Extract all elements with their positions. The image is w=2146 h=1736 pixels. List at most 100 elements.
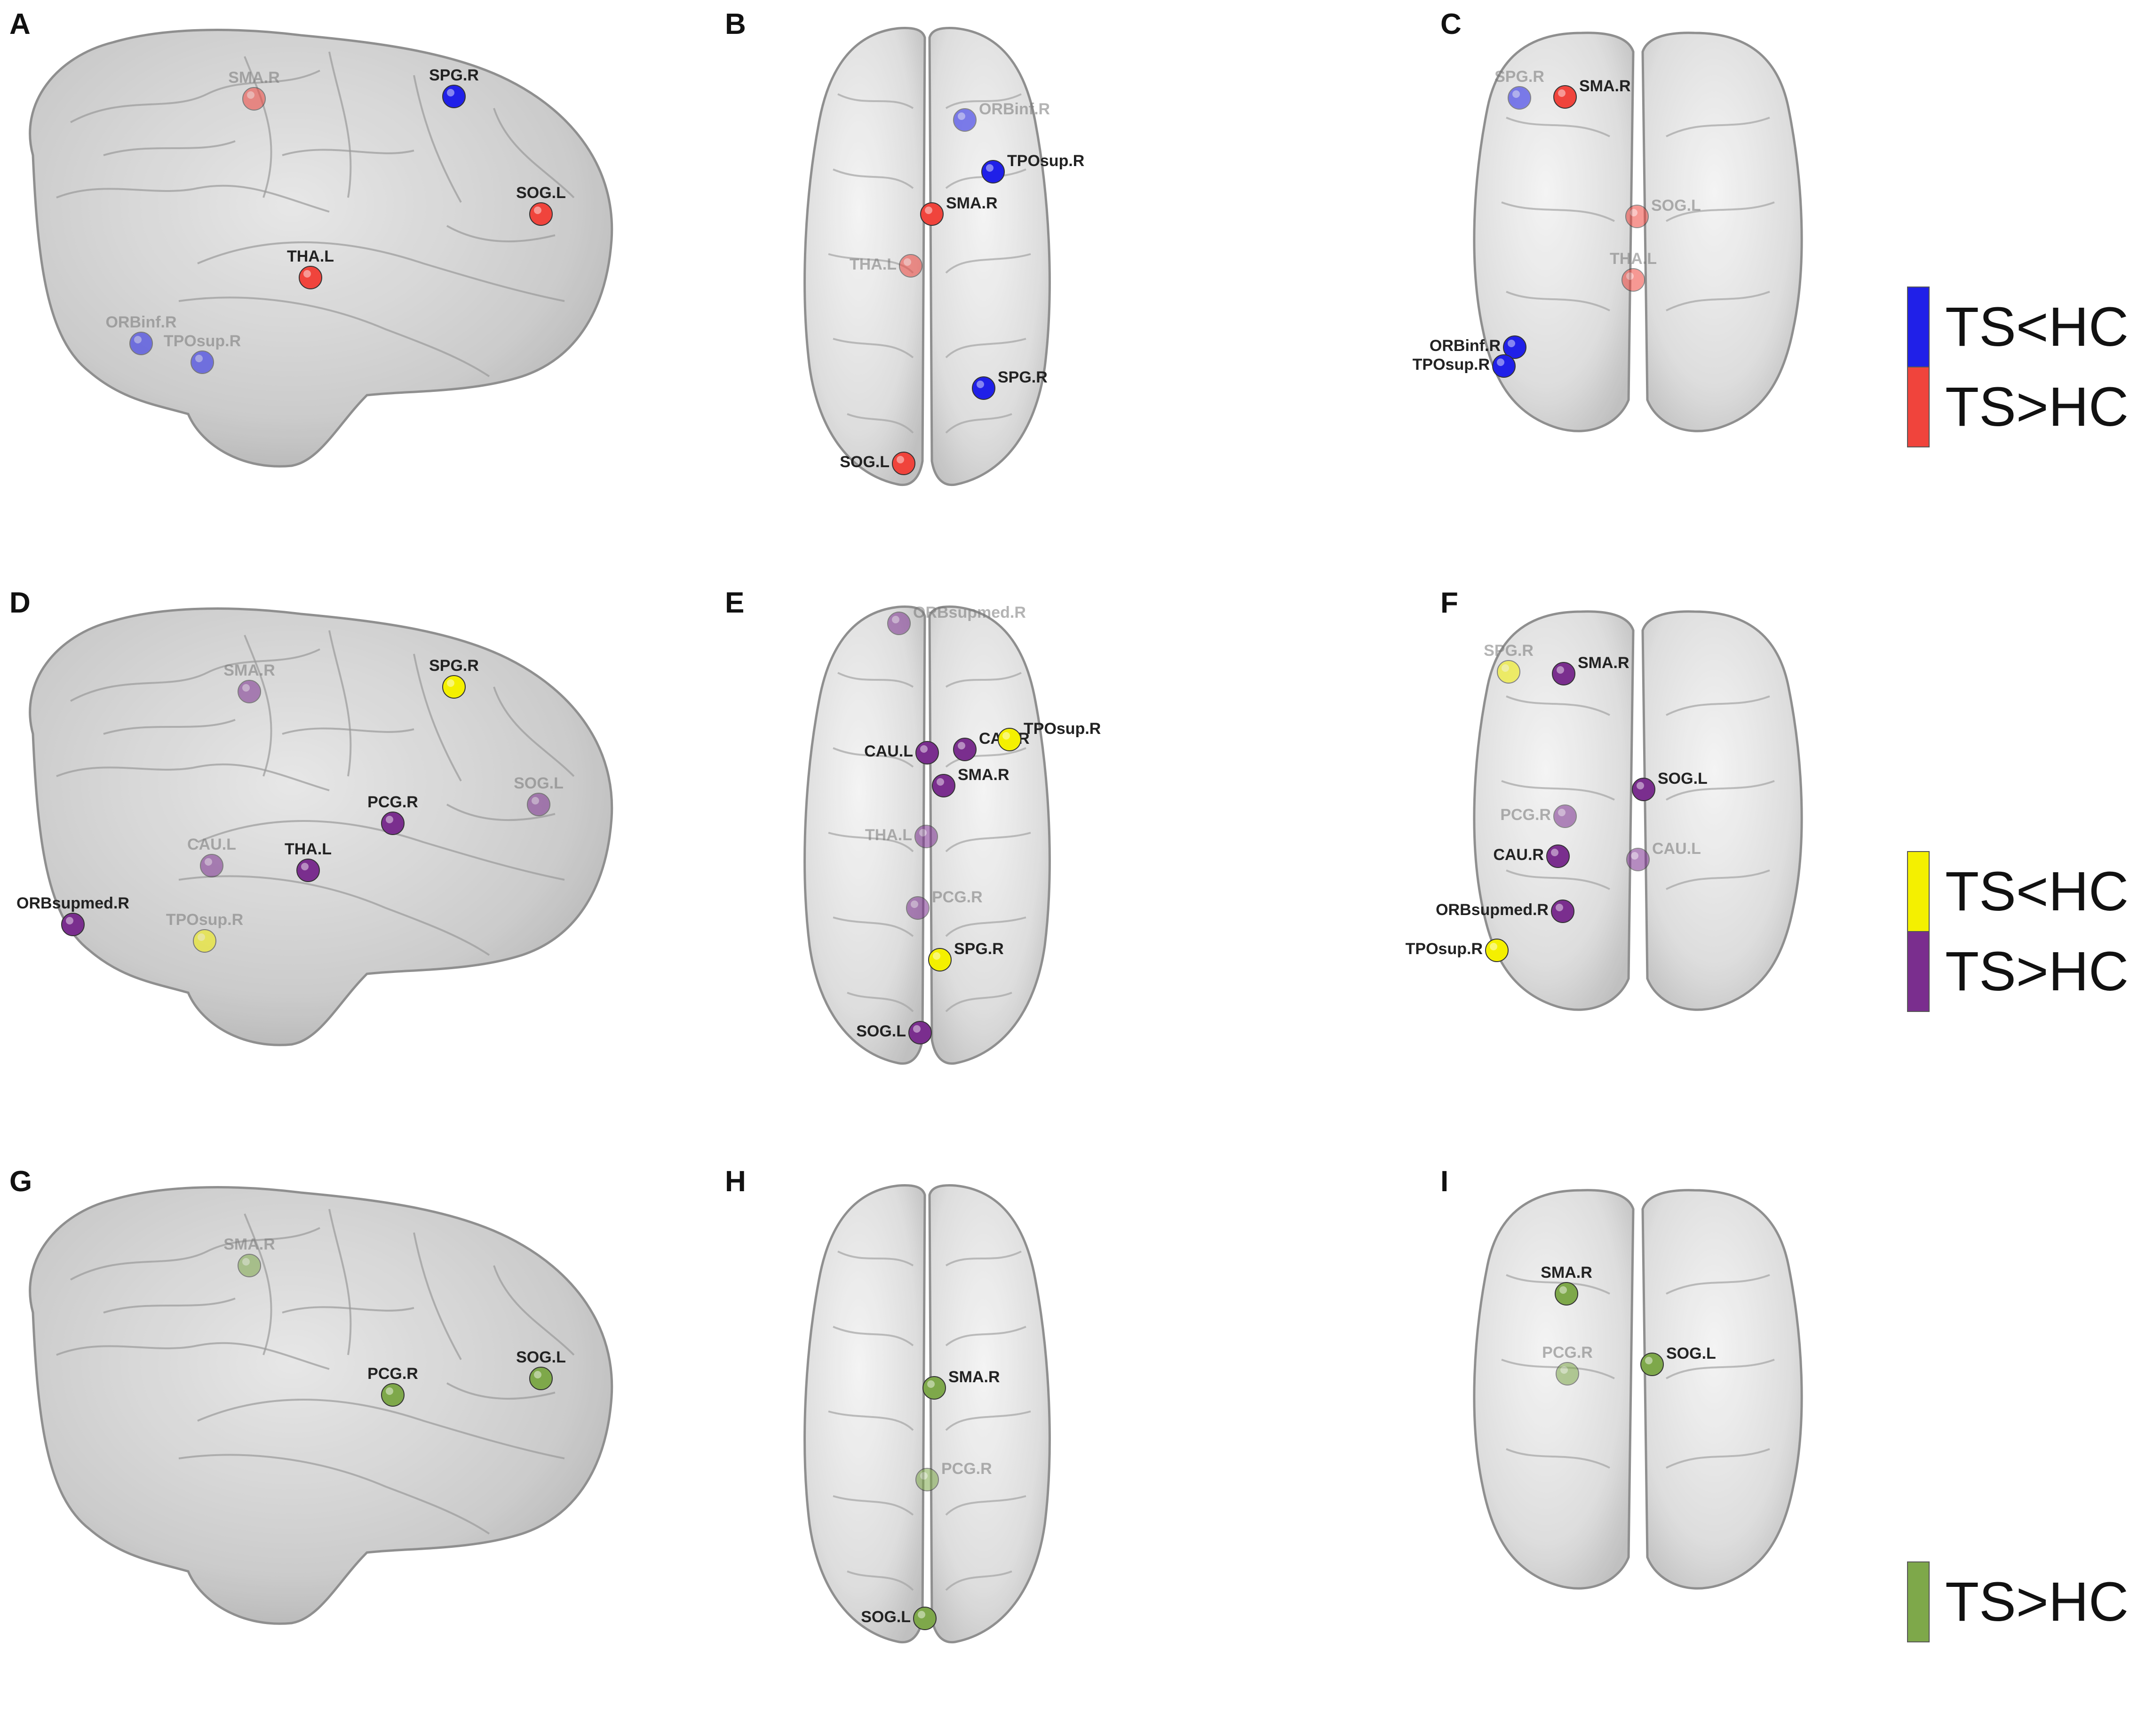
gyrus-line bbox=[837, 93, 914, 109]
node-label: THA.L bbox=[285, 840, 332, 858]
node-label: SOG.L bbox=[1658, 770, 1708, 788]
brain-node: CAU.L bbox=[187, 836, 236, 877]
node-sphere bbox=[1625, 205, 1649, 228]
node-highlight bbox=[919, 829, 927, 836]
gyrus-line bbox=[945, 832, 1031, 852]
network-nodes: SMA.R SPG.R SOG.L THA.L ORBinf.R TPOsup.R ORBi… bbox=[16, 66, 1716, 1630]
gyrus-line bbox=[103, 140, 236, 156]
node-label: SMA.R bbox=[1579, 77, 1631, 95]
brain-node: CAU.L bbox=[864, 741, 939, 764]
panel-H-brain bbox=[803, 1184, 1051, 1644]
brain-coronal-right-hemisphere bbox=[1641, 32, 1803, 432]
node-highlight bbox=[1551, 849, 1558, 856]
legend-swatch bbox=[1907, 931, 1930, 1012]
gyrus-line bbox=[244, 1213, 272, 1355]
node-label: PCG.R bbox=[941, 1460, 992, 1478]
brain-sagittal-outline bbox=[29, 607, 613, 1046]
gyrus-line bbox=[1666, 695, 1770, 716]
brain-node: SOG.L bbox=[1640, 1345, 1716, 1376]
node-label: THA.L bbox=[1610, 250, 1657, 268]
node-sphere bbox=[906, 896, 930, 920]
panel-letter-D: D bbox=[9, 587, 31, 619]
node-sphere bbox=[1553, 804, 1577, 828]
node-sphere bbox=[61, 913, 85, 936]
brain-sagittal-outline bbox=[29, 1186, 613, 1625]
gyrus-line bbox=[847, 1570, 914, 1591]
node-label: SMA.R bbox=[948, 1368, 1000, 1386]
node-label: SOG.L bbox=[861, 1608, 911, 1626]
node-highlight bbox=[66, 917, 73, 924]
node-sphere bbox=[1508, 86, 1531, 110]
gyrus-line bbox=[446, 225, 556, 243]
node-highlight bbox=[242, 1258, 250, 1266]
legend-row-2: TS>HC bbox=[1907, 1561, 2129, 1642]
node-sphere bbox=[1497, 660, 1520, 684]
node-label: THA.L bbox=[865, 826, 912, 844]
gyrus-line bbox=[1506, 291, 1610, 311]
gyrus-line bbox=[828, 832, 914, 852]
brain-node: THA.L bbox=[285, 840, 332, 882]
node-highlight bbox=[447, 679, 454, 687]
panel-letter-C: C bbox=[1440, 8, 1462, 40]
node-label: SOG.L bbox=[1666, 1345, 1716, 1362]
node-label: PCG.R bbox=[367, 793, 418, 811]
gyrus-line bbox=[828, 1410, 914, 1431]
gyrus-line bbox=[1506, 695, 1610, 716]
gyrus-line bbox=[197, 1399, 565, 1459]
brain-node: ORBsupmed.R bbox=[887, 604, 1026, 635]
node-sphere bbox=[191, 350, 214, 374]
node-label: SMA.R bbox=[958, 766, 1009, 784]
node-label: ORBsupmed.R bbox=[913, 604, 1026, 621]
node-sphere bbox=[914, 825, 938, 848]
gyrus-line bbox=[847, 992, 914, 1012]
node-label: THA.L bbox=[850, 255, 897, 273]
node-highlight bbox=[301, 863, 309, 870]
brain-node: THA.L bbox=[850, 254, 922, 278]
gyrus-line bbox=[328, 51, 352, 198]
node-label: SPG.R bbox=[429, 66, 479, 84]
gyrus-line bbox=[1506, 1448, 1610, 1469]
gyrus-line bbox=[1501, 780, 1615, 801]
node-label: SMA.R bbox=[223, 1235, 275, 1253]
node-label: PCG.R bbox=[1500, 806, 1551, 824]
brain-node: ORBinf.R bbox=[105, 313, 177, 355]
node-highlight bbox=[1557, 666, 1564, 674]
node-highlight bbox=[937, 778, 944, 786]
brain-node: TPOsup.R bbox=[998, 720, 1101, 751]
gyrus-line bbox=[328, 1209, 352, 1355]
brain-node: PCG.R bbox=[1500, 804, 1577, 828]
node-sphere bbox=[238, 1254, 261, 1277]
node-label: PCG.R bbox=[367, 1365, 418, 1383]
node-highlight bbox=[134, 336, 142, 343]
node-sphere bbox=[1492, 354, 1516, 378]
node-highlight bbox=[1645, 1357, 1653, 1364]
gyrus-line bbox=[178, 875, 490, 956]
brain-coronal-left-hemisphere bbox=[1473, 1189, 1635, 1590]
node-label: SPG.R bbox=[1494, 68, 1544, 86]
node-label: TPOsup.R bbox=[1406, 940, 1483, 958]
node-highlight bbox=[1560, 1366, 1568, 1374]
brain-node: SPG.R bbox=[429, 657, 479, 699]
gyrus-line bbox=[282, 1306, 414, 1314]
node-sphere bbox=[928, 948, 952, 972]
gyrus-line bbox=[178, 296, 490, 377]
node-highlight bbox=[913, 1025, 921, 1033]
node-sphere bbox=[908, 1021, 932, 1044]
node-sphere bbox=[1632, 778, 1655, 801]
brain-node: TPOsup.R bbox=[981, 152, 1084, 183]
brain-axial-left-hemisphere bbox=[803, 27, 926, 486]
gyrus-line bbox=[413, 75, 462, 203]
node-highlight bbox=[1558, 809, 1566, 816]
node-sphere bbox=[1503, 335, 1526, 359]
brain-axial-right-hemisphere bbox=[928, 27, 1051, 486]
gyrus-line bbox=[56, 184, 330, 213]
brain-node: PCG.R bbox=[367, 793, 418, 835]
node-label: THA.L bbox=[287, 247, 334, 265]
brain-node: SMA.R bbox=[1553, 77, 1631, 109]
node-label: SMA.R bbox=[223, 661, 275, 679]
brain-coronal-left-hemisphere bbox=[1473, 32, 1635, 432]
node-label: ORBinf.R bbox=[979, 100, 1050, 118]
gyrus-line bbox=[945, 168, 1026, 189]
gyrus-line bbox=[70, 1227, 320, 1281]
